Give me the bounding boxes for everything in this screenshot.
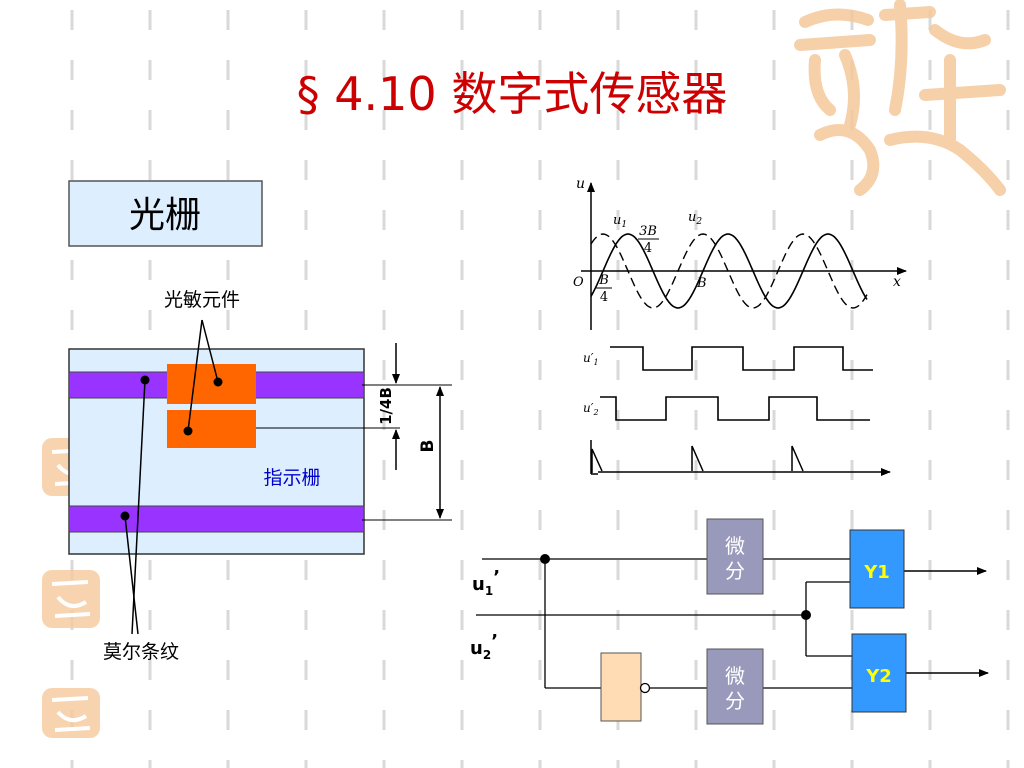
decorative-seal-small-3 xyxy=(42,688,100,738)
differentiator-1-label-bottom: 分 xyxy=(725,559,745,583)
photo-element-bottom xyxy=(167,410,256,448)
gate-y1 xyxy=(849,529,905,609)
indicator-grating-label: 指示栅 xyxy=(263,467,320,489)
quarter-b-numerator: B xyxy=(598,273,609,288)
differentiator-1-label-top: 微 xyxy=(725,534,745,558)
differentiator-1 xyxy=(706,518,764,595)
differentiator-2-label-top: 微 xyxy=(725,664,745,688)
quarter-pitch-label: 1/4B xyxy=(377,387,395,425)
waveform-chart: u x O u1 u2 3B 4 B 4 B u′1 u′2 xyxy=(573,176,907,476)
u1-prime-label: u′1 xyxy=(583,351,599,367)
photo-element-label: 光敏元件 xyxy=(164,289,240,311)
pitch-label: B xyxy=(418,440,438,453)
u-axis-label: u xyxy=(576,176,585,192)
u1-curve-label: u1 xyxy=(613,213,627,230)
pulse-2 xyxy=(691,445,704,472)
page-title: § 4.10 数字式传感器 xyxy=(297,67,728,121)
logic-circuit: u1’ u2’ 微 分 微 分 Y1 Y2 xyxy=(470,518,989,725)
quarter-b-denominator: 4 xyxy=(600,290,608,305)
inverter-bubble xyxy=(639,682,651,694)
u1-sine-curve xyxy=(590,233,868,309)
decorative-seal-small-2 xyxy=(42,570,100,628)
gate-y2 xyxy=(851,633,907,713)
three-quarter-b-denominator: 4 xyxy=(644,241,652,256)
inverter-gate xyxy=(600,652,642,722)
moire-fringe-label: 莫尔条纹 xyxy=(103,641,179,663)
gate-y2-label: Y2 xyxy=(865,666,892,687)
heading-label: 光栅 xyxy=(129,195,201,236)
b-period-label: B xyxy=(696,276,707,291)
origin-label: O xyxy=(573,275,584,290)
differentiator-2-label-bottom: 分 xyxy=(725,689,745,713)
heading-box xyxy=(68,180,263,247)
photo-element-top xyxy=(167,364,256,404)
u2-curve-label: u2 xyxy=(688,210,702,227)
moire-fringe-bottom xyxy=(68,505,365,533)
decorative-seal-large xyxy=(794,0,1006,196)
pulse-1 xyxy=(591,448,603,473)
u1-prime-input-label: u1’ xyxy=(472,567,500,598)
u1-prime-square-wave xyxy=(610,346,873,371)
three-quarter-b-numerator: 3B xyxy=(639,224,657,239)
differentiator-2 xyxy=(706,648,764,725)
gate-y1-label: Y1 xyxy=(863,562,890,583)
u2-sine-curve xyxy=(590,233,868,309)
x-axis-label: x xyxy=(893,274,901,290)
u2-prime-square-wave xyxy=(600,396,870,421)
grating-diagram: 1/4B B 光敏元件 指示栅 莫尔条纹 xyxy=(68,289,452,663)
u2-prime-label: u′2 xyxy=(583,401,599,417)
u2-prime-input-label: u2’ xyxy=(470,631,498,662)
pulse-3 xyxy=(791,445,804,472)
